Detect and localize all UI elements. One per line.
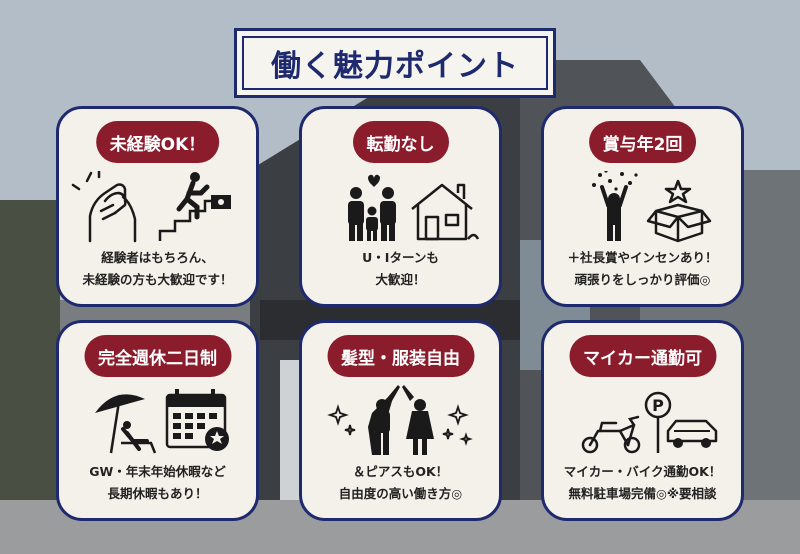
confetti-icon	[592, 169, 638, 191]
card-no-transfer: 転勤なし	[299, 106, 502, 307]
card-description: ＆ピアスもOK！ 自由度の高い働き方◎	[306, 461, 495, 505]
card-line: 自由度の高い働き方◎	[338, 486, 463, 501]
card-icons	[308, 171, 493, 243]
card-icons	[65, 385, 250, 457]
card-icons	[308, 385, 493, 457]
title-banner: 働く魅力ポイント	[234, 28, 556, 98]
star-box-icon	[646, 179, 712, 243]
svg-text:P: P	[652, 396, 664, 415]
card-bonus: 賞与年2回 ＋社長賞やインセンあり！ 頑張りを	[541, 106, 744, 307]
card-description: U・Iターンも 大歓迎！	[306, 247, 495, 291]
card-line: ＆ピアスもOK！	[352, 464, 449, 479]
card-badge: マイカー通勤可	[569, 335, 716, 377]
card-description: GW・年末年始休暇など 長期休暇もあり！	[63, 461, 252, 505]
card-badge: 転勤なし	[352, 121, 449, 163]
card-line: 大歓迎！	[375, 272, 426, 287]
scooter-icon	[581, 415, 641, 454]
family-icon	[348, 174, 396, 241]
page-title: 働く魅力ポイント	[271, 49, 519, 84]
card-no-experience: 未経験OK！ 経験者はもちろん、 未経験の方も大歓迎です！	[56, 106, 259, 307]
card-description: ＋社長賞やインセンあり！ 頑張りをしっかり評価◎	[548, 247, 737, 291]
cheering-person-icon	[600, 185, 628, 241]
card-icons	[550, 169, 735, 243]
card-line: 長期休暇もあり！	[107, 486, 208, 501]
card-line: マイカー・バイク通勤OK！	[563, 464, 722, 479]
handshake-icon	[71, 169, 137, 243]
card-description: マイカー・バイク通勤OK！ 無料駐車場完備◎※要相談	[548, 461, 737, 505]
card-line: 無料駐車場完備◎※要相談	[568, 486, 717, 501]
sparkle-icon	[327, 404, 473, 446]
card-line: 経験者はもちろん、	[101, 250, 214, 265]
parking-car-icon: P	[644, 391, 718, 453]
card-icons	[65, 169, 250, 243]
card-car-commute: マイカー通勤可 P マイカー・バイク通勤OK！ 無料駐車場	[541, 320, 744, 521]
card-icons: P	[550, 385, 735, 457]
card-free-style: 髪型・服装自由 ＆ピアスもOK！ 自由度の高い働き方◎	[299, 320, 502, 521]
card-line: 未経験の方も大歓迎です！	[82, 272, 233, 287]
card-badge: 賞与年2回	[588, 121, 697, 163]
climbing-stairs-icon	[158, 172, 231, 241]
card-line: ＋社長賞やインセンあり！	[567, 250, 718, 265]
card-line: U・Iターンも	[362, 250, 439, 265]
beach-umbrella-icon	[95, 394, 157, 454]
card-weekends-off: 完全週休二日制	[56, 320, 259, 521]
calendar-icon	[165, 389, 229, 451]
card-badge: 完全週休二日制	[84, 335, 231, 377]
card-badge: 未経験OK！	[95, 121, 220, 163]
card-description: 経験者はもちろん、 未経験の方も大歓迎です！	[63, 247, 252, 291]
house-icon	[411, 183, 480, 241]
title-inner-frame: 働く魅力ポイント	[242, 36, 548, 90]
card-line: GW・年末年始休暇など	[89, 464, 226, 479]
card-line: 頑張りをしっかり評価◎	[574, 272, 711, 287]
high-five-icon	[368, 385, 434, 455]
card-badge: 髪型・服装自由	[327, 335, 474, 377]
